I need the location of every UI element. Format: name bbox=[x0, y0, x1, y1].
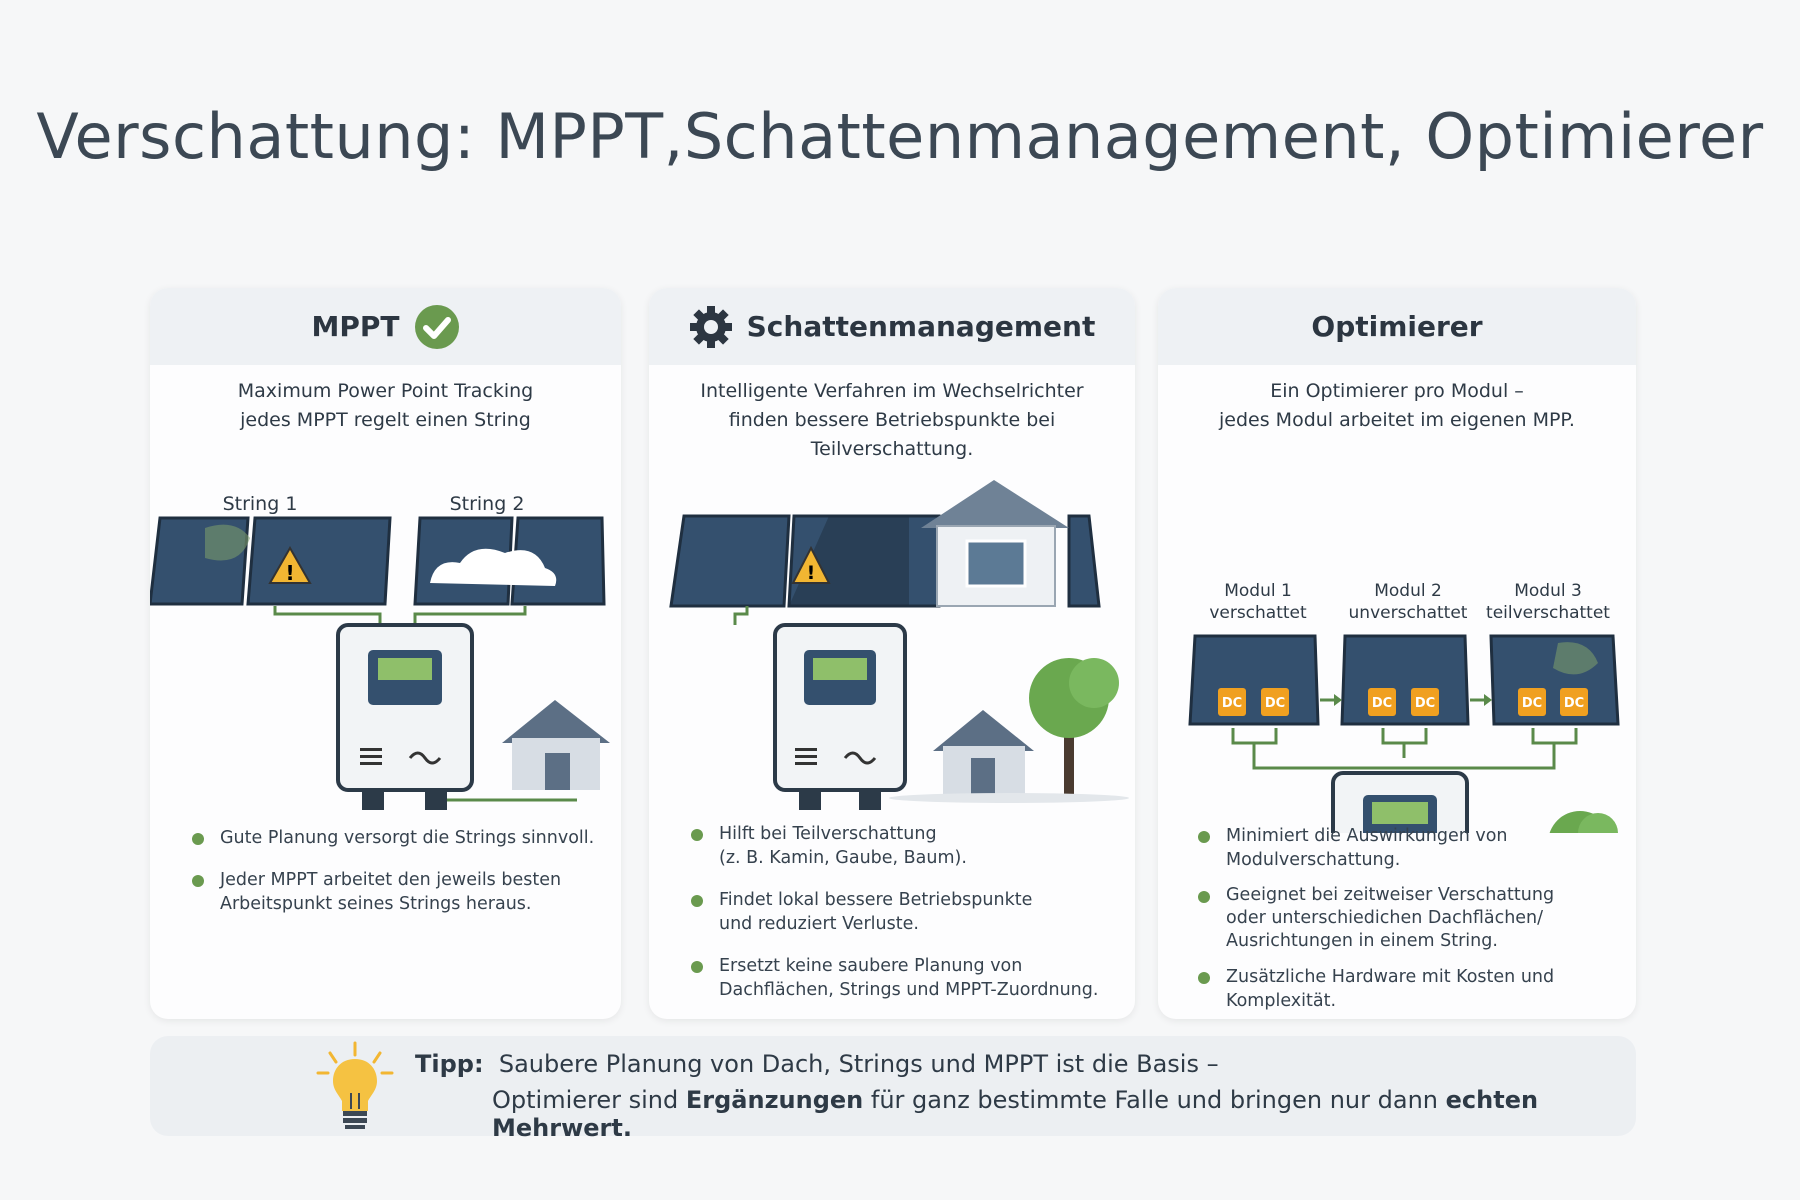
card-schattenmanagement: Schattenmanagement Intelligente Verfahre… bbox=[649, 288, 1135, 1019]
card-subtitle: Ein Optimierer pro Modul – jedes Modul ar… bbox=[1158, 377, 1636, 435]
modul-3-label: Modul 3 bbox=[1514, 581, 1582, 601]
house-icon bbox=[502, 700, 610, 790]
warning-icon bbox=[791, 545, 831, 584]
warning-icon bbox=[268, 545, 312, 584]
house-icon bbox=[933, 710, 1034, 796]
schattenmanagement-illustration: ! bbox=[669, 480, 1129, 810]
lightbulb-icon bbox=[316, 1041, 394, 1129]
subtitle-line: jedes MPPT regelt einen String bbox=[240, 409, 531, 431]
svg-text:verschattet: verschattet bbox=[1209, 603, 1307, 623]
card-title: Schattenmanagement bbox=[746, 310, 1096, 343]
page-title: Verschattung: MPPT,Schattenmanagement, O… bbox=[36, 100, 1764, 173]
card-optimierer: Optimierer Ein Optimierer pro Modul – jed… bbox=[1158, 288, 1636, 1019]
cloud-icon bbox=[430, 548, 557, 586]
bullet-item: Gute Planung versorgt die Strings sinnvo… bbox=[190, 826, 601, 850]
svg-text:DC: DC bbox=[1564, 696, 1584, 711]
module-1 bbox=[1188, 634, 1320, 726]
svg-text:DC: DC bbox=[1222, 696, 1242, 711]
solar-panel-string-1: ! bbox=[150, 516, 392, 606]
check-circle-icon bbox=[414, 304, 459, 349]
inverter bbox=[1331, 771, 1469, 833]
card-header: MPPT bbox=[150, 288, 621, 365]
tip-banner: Tipp: Saubere Planung von Dach, Strings … bbox=[150, 1036, 1636, 1142]
module-3 bbox=[1489, 634, 1620, 726]
modul-2-label: Modul 2 bbox=[1374, 581, 1442, 601]
card-subtitle: Intelligente Verfahren im Wechselrichter… bbox=[649, 377, 1135, 464]
tree-icon bbox=[1029, 658, 1119, 798]
svg-text:DC: DC bbox=[1522, 696, 1542, 711]
svg-text:DC: DC bbox=[1265, 696, 1285, 711]
bullet-list: Hilft bei Teilverschattung(z. B. Kamin, … bbox=[689, 822, 1115, 1019]
card-header: Schattenmanagement bbox=[649, 288, 1135, 365]
svg-text:teilverschattet: teilverschattet bbox=[1486, 603, 1610, 623]
subtitle-line: Intelligente Verfahren im Wechselrichter bbox=[700, 380, 1084, 402]
svg-text:!: ! bbox=[807, 562, 816, 584]
card-header: Optimierer bbox=[1158, 288, 1636, 365]
svg-text:DC: DC bbox=[1372, 696, 1392, 711]
house-with-dormer-icon bbox=[921, 480, 1069, 607]
card-title: Optimierer bbox=[1311, 310, 1483, 343]
tip-line-2: Optimierer sind Ergänzungen für ganz bes… bbox=[492, 1086, 1539, 1142]
modul-1-label: Modul 1 bbox=[1224, 581, 1292, 601]
svg-text:!: ! bbox=[285, 561, 294, 585]
bullet-list: Gute Planung versorgt die Strings sinnvo… bbox=[190, 826, 601, 934]
tip-line-1: Tipp: Saubere Planung von Dach, Strings … bbox=[415, 1050, 1219, 1078]
inverter bbox=[336, 623, 474, 810]
subtitle-line: jedes Modul arbeitet im eigenen MPP. bbox=[1219, 409, 1575, 431]
module-2 bbox=[1340, 634, 1470, 726]
svg-text:unverschattet: unverschattet bbox=[1349, 603, 1468, 623]
subtitle-line: finden bessere Betriebspunkte bei Teilve… bbox=[728, 409, 1056, 460]
card-subtitle: Maximum Power Point Tracking jedes MPPT r… bbox=[150, 377, 621, 435]
string-1-label: String 1 bbox=[223, 493, 298, 515]
card-mppt: MPPT Maximum Power Point Tracking jedes M… bbox=[150, 288, 621, 1019]
mppt-illustration: String 1 String 2 ! bbox=[150, 493, 610, 810]
string-2-label: String 2 bbox=[450, 493, 525, 515]
subtitle-line: Maximum Power Point Tracking bbox=[237, 380, 534, 402]
subtitle-line: Ein Optimierer pro Modul – bbox=[1270, 380, 1524, 402]
inverter bbox=[773, 623, 907, 810]
card-title: MPPT bbox=[311, 310, 400, 343]
gear-icon bbox=[689, 305, 732, 348]
solar-panel-string-2 bbox=[413, 516, 606, 606]
bullet-item: Hilft bei Teilverschattung(z. B. Kamin, … bbox=[689, 822, 1115, 870]
dc-optimizers: DC DC DC DC DC DC bbox=[1218, 688, 1588, 716]
svg-text:DC: DC bbox=[1415, 696, 1435, 711]
tree-icon bbox=[1549, 811, 1618, 833]
